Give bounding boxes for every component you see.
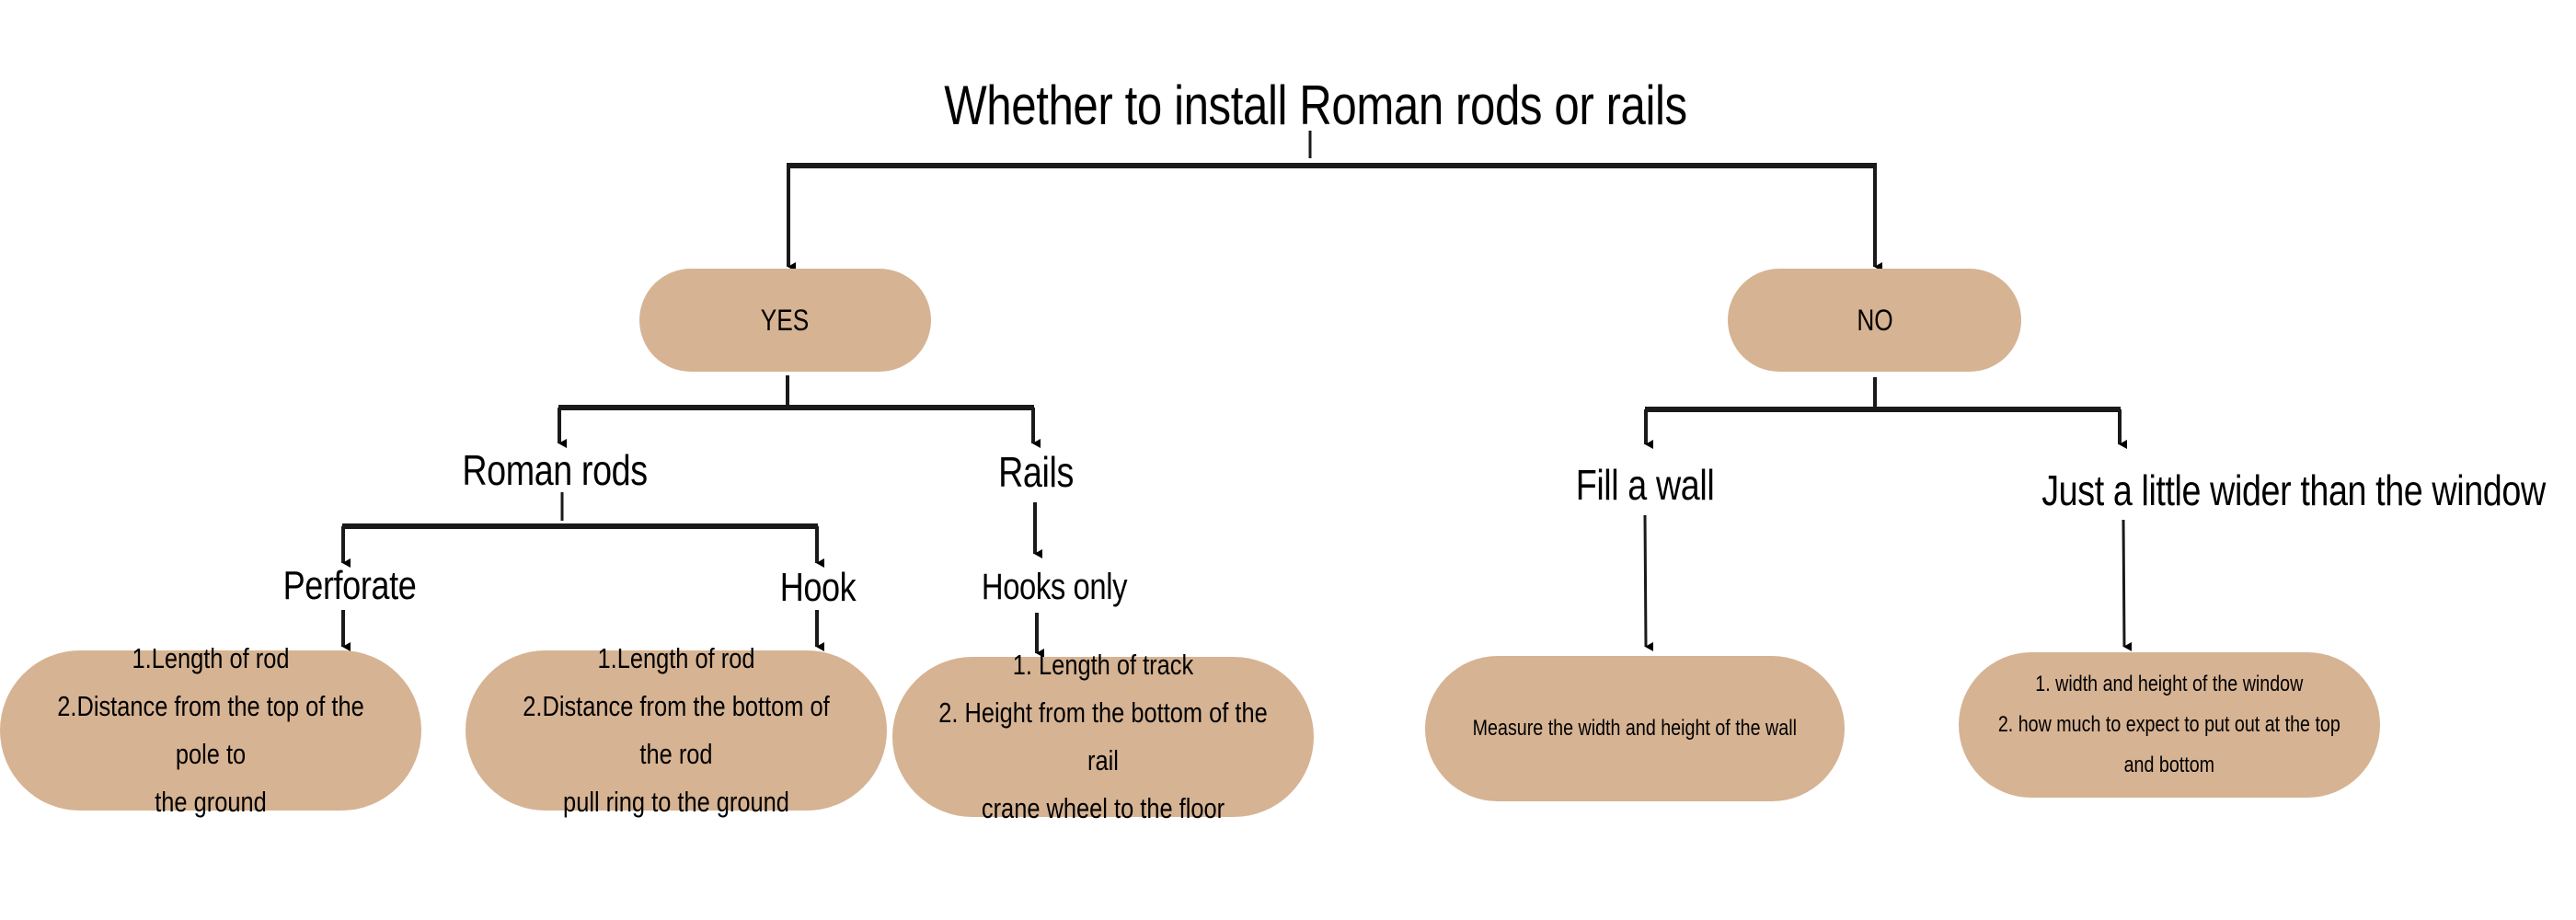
fill-wall-measurements-node: Measure the width and height of the wall [1425,656,1845,801]
hooks-only-label: Hooks only [981,567,1128,607]
perforate-label: Perforate [282,563,417,608]
measurement-line: 1.Length of rod [132,642,290,674]
arrow-fill-wall-to-box [1643,514,1654,651]
perforate-measurements-node: 1.Length of rod 2.Distance from the top … [0,642,421,818]
measurement-line: 2. how much to expect to put out at the … [1998,712,2340,737]
measurement-line: 1. Length of track [1012,649,1194,681]
rails-label: Rails [998,448,1074,496]
measurement-line: 2.Distance from the top of the pole to [57,690,364,770]
measurement-line: 1. width and height of the window [2035,672,2304,696]
wider-than-window-label: Just a little wider than the window [2041,466,2546,514]
measurement-line: pull ring to the ground [563,786,789,818]
measurement-line: 1.Length of rod [597,642,755,674]
rails-measurements-node: 1. Length of track 2. Height from the bo… [892,649,1314,824]
diagram-title: Whether to install Roman rods or rails [944,75,1687,136]
measurement-line: the ground [155,786,267,818]
roman-rods-label: Roman rods [462,446,648,494]
yes-label: YES [761,303,810,337]
fill-wall-label: Fill a wall [1575,461,1715,509]
yes-node: YES [639,269,931,372]
measurement-line: 2.Distance from the bottom of the rod [523,690,830,770]
arrow-wider-to-box [2122,519,2133,651]
no-node: NO [1728,269,2021,372]
measurement-line: and bottom [2123,753,2215,777]
hook-label: Hook [779,565,857,610]
no-label: NO [1856,303,1893,337]
measurement-line: crane wheel to the floor [981,792,1225,824]
measurement-line: 2. Height from the bottom of the rail [938,696,1268,776]
hook-measurements-node: 1.Length of rod 2.Distance from the bott… [466,642,887,818]
wider-than-window-measurements-node: 1. width and height of the window 2. how… [1959,652,2380,798]
measurement-line: Measure the width and height of the wall [1472,716,1798,741]
